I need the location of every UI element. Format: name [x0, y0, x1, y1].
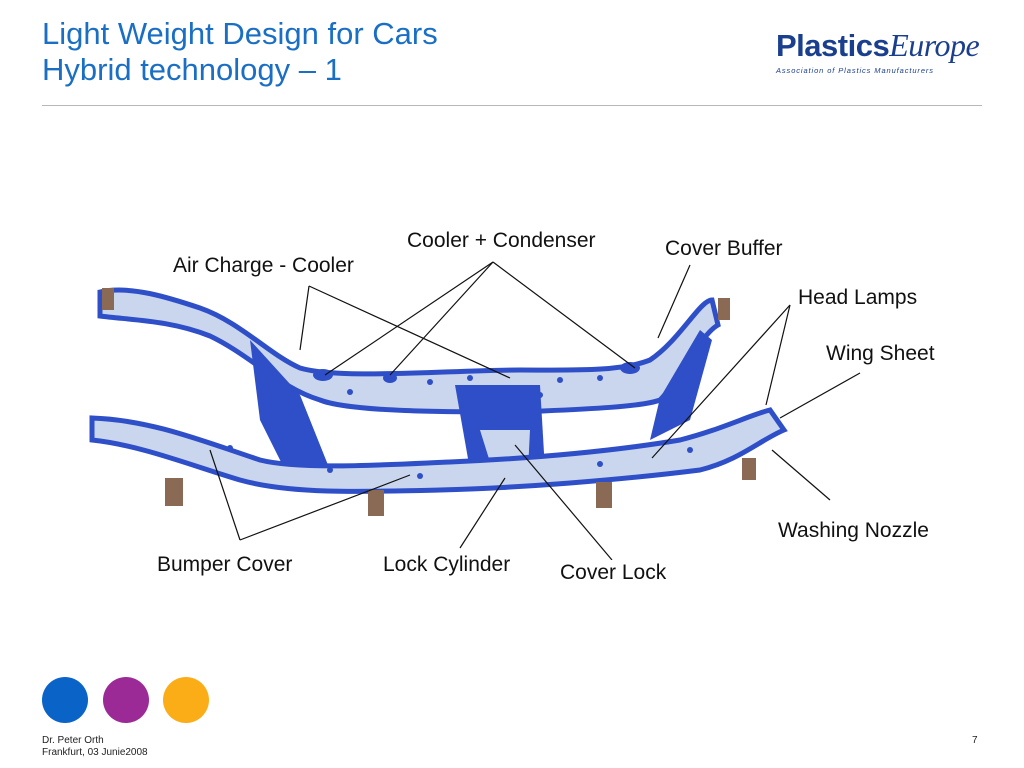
- label-cover-buffer: Cover Buffer: [662, 236, 786, 262]
- label-washing-nozzle: Washing Nozzle: [775, 518, 932, 544]
- right-pillar: [650, 330, 712, 440]
- logo-word-plastics: Plastics: [776, 28, 890, 63]
- logo-tagline: Association of Plastics Manufacturers: [776, 66, 934, 75]
- purple-dot: [103, 677, 149, 723]
- label-air-charge-cooler: Air Charge - Cooler: [170, 253, 357, 279]
- title-line-2: Hybrid technology – 1: [42, 52, 342, 87]
- lower-bumper-beam: [89, 407, 788, 494]
- upper-crossbeam: [97, 287, 721, 415]
- mounting-brackets: [102, 288, 756, 516]
- slide-title: Light Weight Design for Cars Hybrid tech…: [42, 16, 438, 88]
- beam-holes: [227, 362, 693, 479]
- page-number: 7: [972, 735, 978, 746]
- footer-author: Dr. Peter Orth: [42, 735, 104, 746]
- label-cooler-condenser: Cooler + Condenser: [404, 228, 599, 254]
- label-bumper-cover: Bumper Cover: [154, 552, 296, 578]
- left-pillar: [250, 340, 330, 480]
- footer: Dr. Peter Orth Frankfurt, 03 Junie2008: [42, 735, 148, 759]
- callout-lines: [209, 261, 861, 561]
- label-wing-sheet: Wing Sheet: [823, 341, 938, 367]
- plastics-europe-logo: PlasticsEurope Association of Plastics M…: [776, 28, 981, 88]
- label-cover-lock: Cover Lock: [557, 560, 670, 586]
- label-lock-cylinder: Lock Cylinder: [380, 552, 514, 578]
- yellow-dot: [163, 677, 209, 723]
- footer-place-date: Frankfurt, 03 Junie2008: [42, 747, 148, 758]
- header-divider: [42, 105, 982, 106]
- label-head-lamps: Head Lamps: [795, 285, 921, 311]
- title-line-1: Light Weight Design for Cars: [42, 16, 438, 51]
- logo-word-europe: Europe: [889, 27, 980, 63]
- blue-dot: [42, 677, 88, 723]
